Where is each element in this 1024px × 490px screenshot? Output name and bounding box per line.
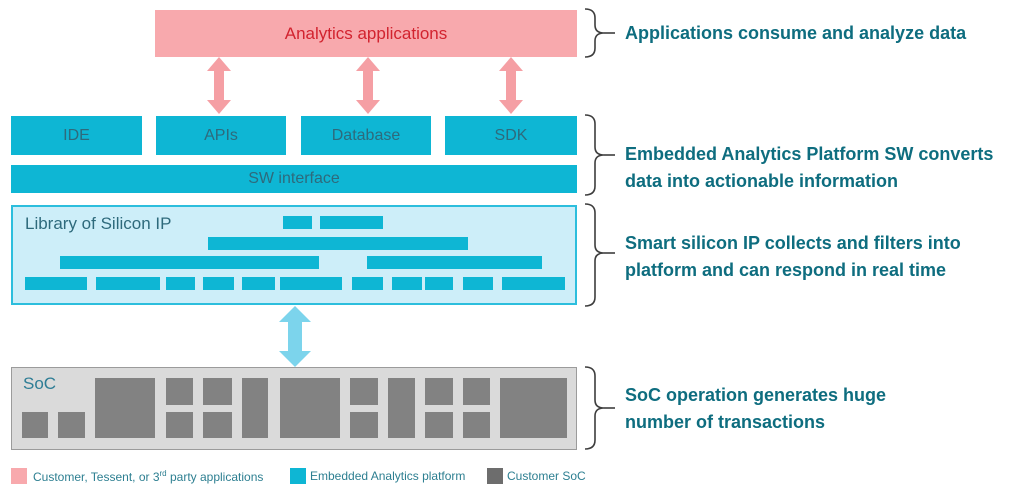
legend-label-soc: Customer SoC bbox=[507, 469, 586, 483]
library-soc-arrow-icon bbox=[279, 306, 311, 367]
annotation-platform: Embedded Analytics Platform SW converts … bbox=[625, 141, 993, 195]
brace-platform-icon bbox=[584, 114, 615, 196]
annotation-line: Applications consume and analyze data bbox=[625, 23, 967, 43]
sdk-label: SDK bbox=[494, 126, 528, 144]
analytics-applications-box: Analytics applications bbox=[155, 10, 577, 57]
library-title: Library of Silicon IP bbox=[25, 214, 172, 233]
apps-apis-arrow-icon bbox=[207, 57, 231, 114]
annotation-soc: SoC operation generates huge number of t… bbox=[625, 382, 886, 436]
brace-applications-icon bbox=[584, 8, 615, 58]
annotation-applications: Applications consume and analyze data bbox=[625, 20, 966, 47]
legend-label-sup: rd bbox=[159, 469, 167, 478]
ide-box: IDE bbox=[11, 116, 142, 155]
library-box: Library of Silicon IP bbox=[11, 205, 577, 305]
legend-label-post: party applications bbox=[166, 470, 264, 484]
annotation-silicon-ip: Smart silicon IP collects and filters in… bbox=[625, 230, 961, 284]
analytics-applications-label: Analytics applications bbox=[284, 23, 448, 43]
annotation-line: Embedded Analytics Platform SW converts bbox=[625, 144, 994, 164]
annotation-line: number of transactions bbox=[625, 412, 826, 432]
soc-title: SoC bbox=[23, 374, 57, 393]
ide-label: IDE bbox=[63, 126, 90, 144]
legend-swatch-soc bbox=[487, 468, 503, 484]
sw-interface-label: SW interface bbox=[248, 170, 340, 187]
sdk-box: SDK bbox=[445, 116, 577, 155]
apis-label: APIs bbox=[204, 126, 238, 144]
legend-label-pre: Customer, Tessent, or 3 bbox=[33, 470, 160, 484]
apps-database-arrow-icon bbox=[356, 57, 380, 114]
annotation-line: SoC operation generates huge bbox=[625, 385, 887, 405]
annotation-line: data into actionable information bbox=[625, 171, 899, 191]
brace-silicon-ip-icon bbox=[584, 203, 615, 307]
apps-sdk-arrow-icon bbox=[499, 57, 523, 114]
legend-label-applications: Customer, Tessent, or 3rd party applicat… bbox=[33, 469, 263, 484]
apis-box: APIs bbox=[156, 116, 286, 155]
brace-soc-icon bbox=[584, 366, 615, 450]
legend-swatch-platform bbox=[290, 468, 306, 484]
sw-interface-bar: SW interface bbox=[11, 165, 577, 193]
soc-box: SoC bbox=[11, 367, 577, 450]
database-box: Database bbox=[301, 116, 431, 155]
annotation-line: Smart silicon IP collects and filters in… bbox=[625, 233, 961, 253]
annotation-line: platform and can respond in real time bbox=[625, 260, 947, 280]
database-label: Database bbox=[331, 126, 401, 144]
legend-label-platform: Embedded Analytics platform bbox=[310, 469, 466, 483]
legend-swatch-applications bbox=[11, 468, 27, 484]
